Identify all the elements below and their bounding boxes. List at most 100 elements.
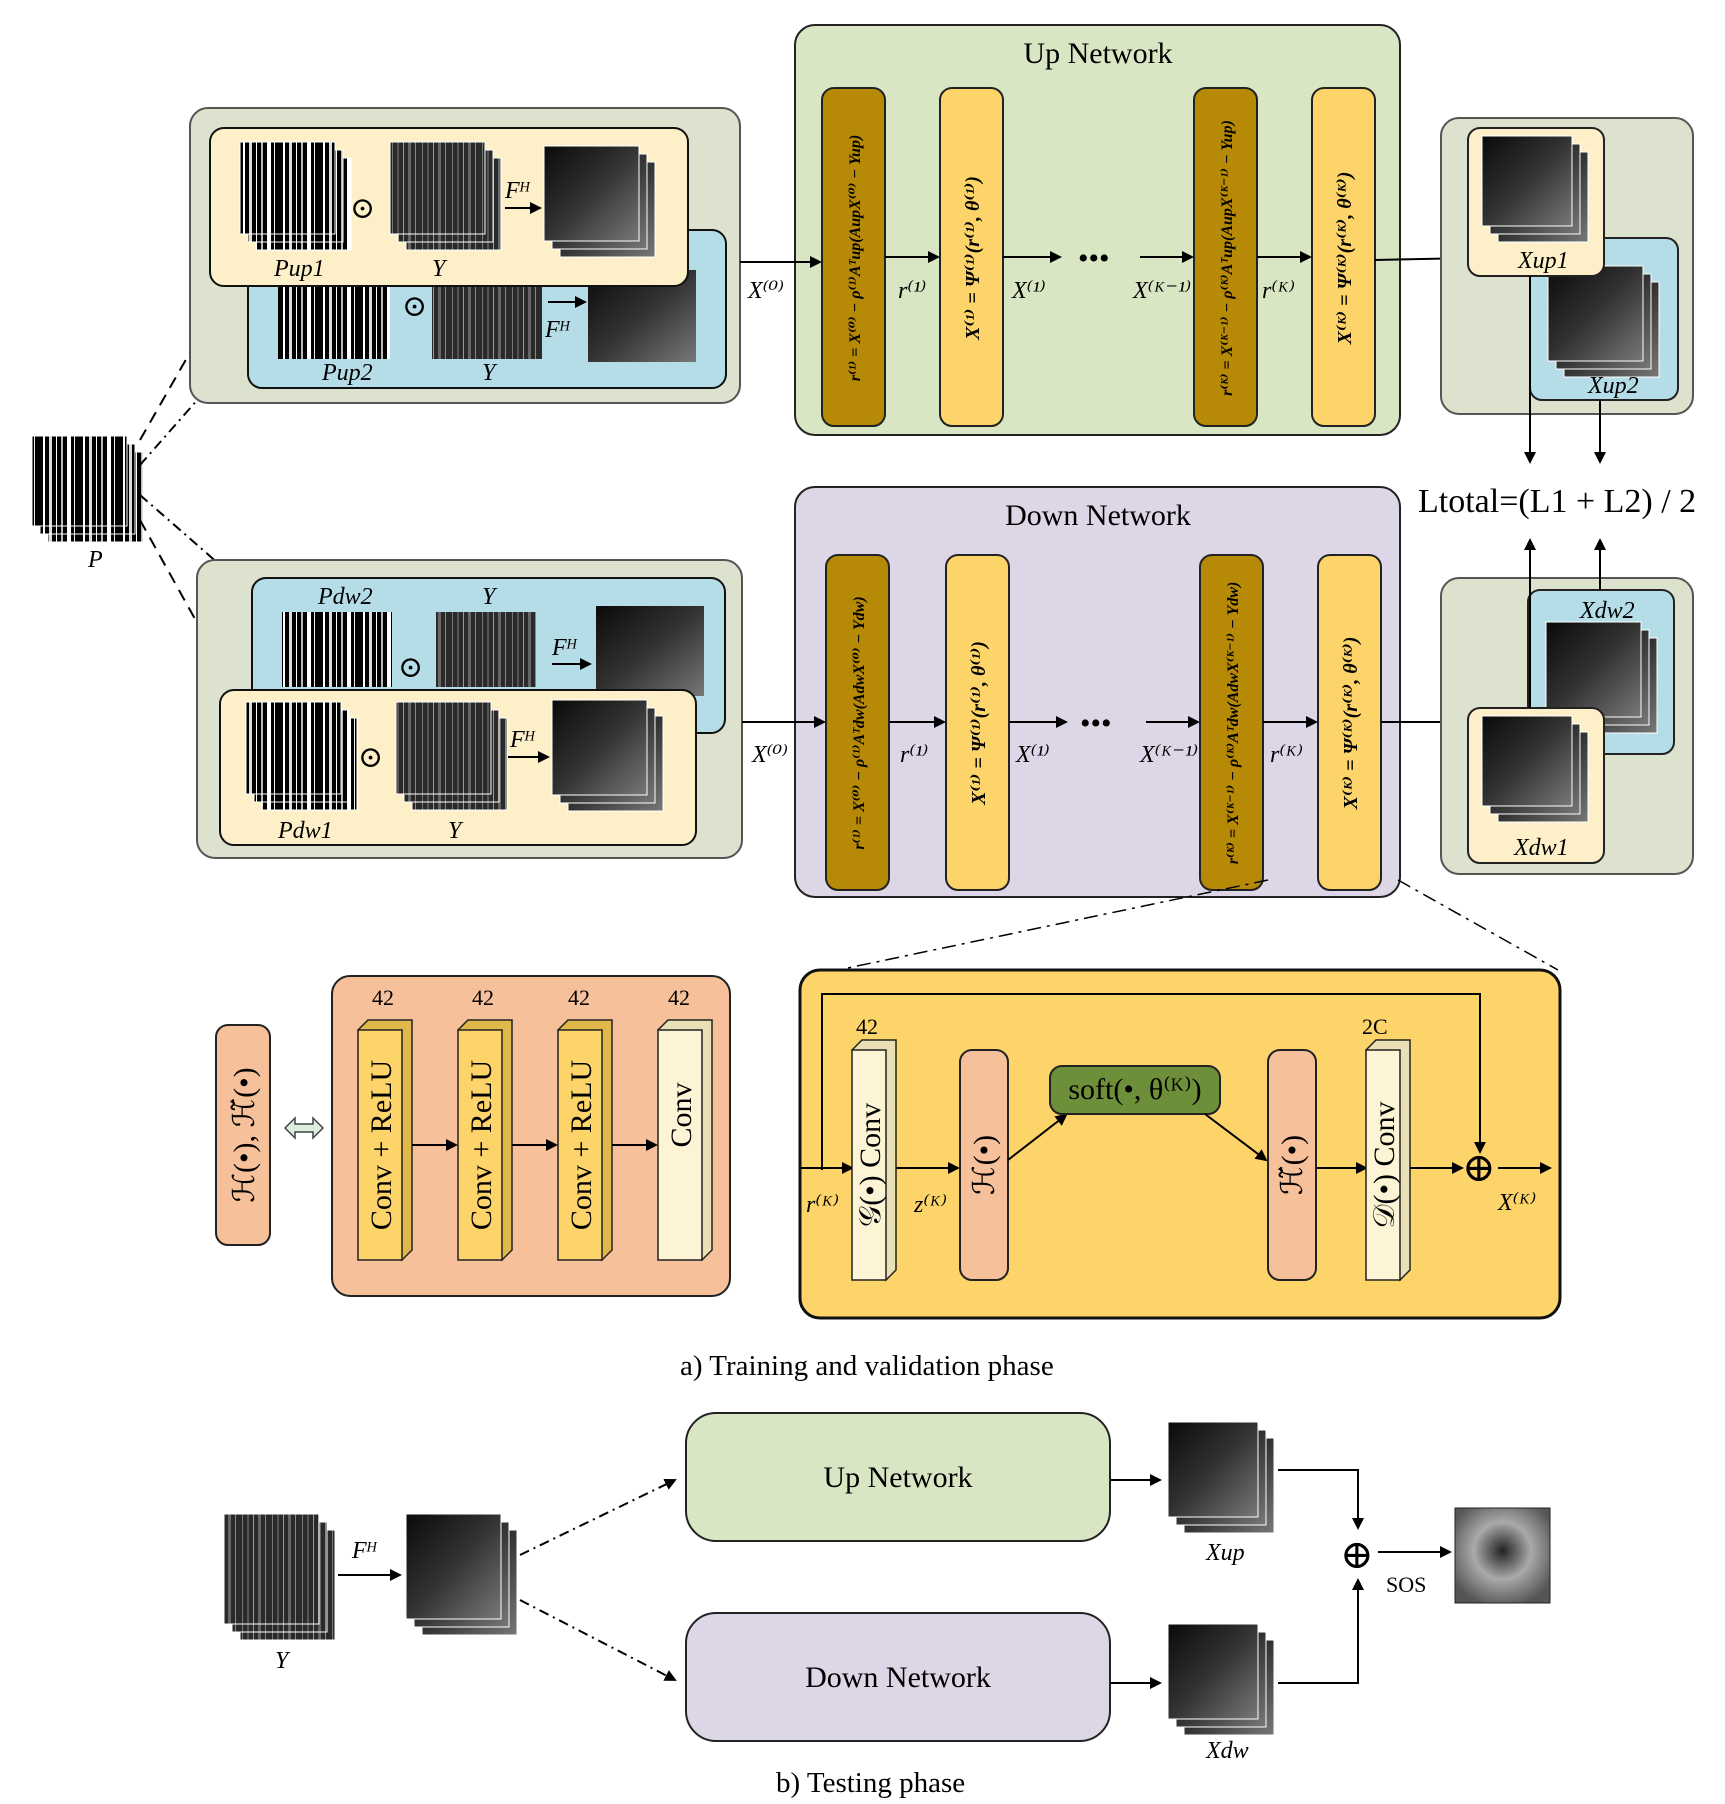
dw-label-rk: r⁽ᴷ⁾	[1270, 742, 1303, 768]
kspace-stack-up2	[432, 284, 542, 359]
ht-label: ℋ̃(•)	[1276, 1135, 1309, 1195]
cnn-panel	[331, 975, 731, 1297]
image-dw2	[596, 606, 704, 696]
h-block	[959, 1049, 1009, 1281]
soft-threshold-block	[1049, 1065, 1221, 1115]
skip-connection	[821, 993, 1486, 1170]
up-label-xk1: X⁽ᴷ⁻¹⁾	[1132, 278, 1191, 304]
d-conv-label: 𝒟(•) Conv	[1368, 1102, 1401, 1229]
cnn-layer-1-label: Conv + ReLU	[365, 1060, 398, 1231]
dw-label-r1: r⁽¹⁾	[900, 742, 928, 768]
ht-block	[1267, 1049, 1317, 1281]
test-label-fh: Fᴴ	[351, 1538, 378, 1564]
test-down-network	[685, 1612, 1111, 1742]
fh-dw1: Fᴴ	[509, 727, 536, 753]
up-xk-block	[1311, 87, 1376, 427]
arrow-soft-ht	[1204, 1113, 1268, 1162]
label-pup2: Pup2	[321, 360, 373, 386]
kspace-stack-dw1	[395, 701, 508, 811]
block-detail-panel	[798, 968, 1562, 1320]
cnn-layer-3-label: Conv + ReLU	[565, 1060, 598, 1231]
label-pdw2: Pdw2	[317, 584, 373, 610]
image-stack-xdw-test	[1167, 1623, 1275, 1736]
up-r1-eq: r⁽¹⁾ = X⁽⁰⁾ − ρ⁽¹⁾Aᵀup(AupX⁽⁰⁾ − Yup)	[847, 135, 864, 382]
image-stack-up1	[543, 145, 656, 258]
dw-x1-eq: X⁽¹⁾ = Ψ⁽¹⁾(r⁽¹⁾, θ⁽¹⁾)	[968, 641, 990, 806]
mask-stack-dw2	[282, 612, 392, 687]
mask-stack-up1	[239, 141, 352, 251]
cnn-layer-2	[457, 1019, 513, 1262]
test-sos-label: SOS	[1386, 1572, 1426, 1597]
up-dots: •••	[1078, 242, 1110, 275]
label-xup1: Xup1	[1517, 248, 1569, 274]
fh-dw2: Fᴴ	[551, 635, 578, 661]
up-label-x1: X⁽¹⁾	[1011, 278, 1046, 304]
label-zk: z⁽ᴷ⁾	[913, 1192, 947, 1218]
cnn-channels-2: 42	[472, 985, 494, 1010]
fh-up1: Fᴴ	[504, 178, 531, 204]
image-stack-test	[405, 1513, 518, 1636]
test-label-xdw: Xdw	[1205, 1738, 1249, 1764]
test-up-network	[685, 1412, 1111, 1542]
label-xup2: Xup2	[1587, 373, 1639, 399]
mask-stack-p	[31, 435, 144, 543]
label-y-up2: Y	[482, 360, 498, 386]
g-conv-label: 𝒢(•) Conv	[854, 1103, 887, 1227]
test-sum-symbol: ⊕	[1340, 1532, 1374, 1577]
up-label-x0: X⁽⁰⁾	[747, 278, 784, 304]
test-final-image	[1454, 1507, 1551, 1604]
caption-b: b) Testing phase	[776, 1767, 965, 1799]
test-up-label: Up Network	[823, 1461, 972, 1494]
label-x-out: X⁽ᴷ⁾	[1497, 1190, 1536, 1216]
fh-up2: Fᴴ	[544, 317, 571, 343]
h-label: ℋ(•)	[968, 1135, 1001, 1195]
up-xk-eq: X⁽ᴷ⁾ = Ψ⁽ᴷ⁾(r⁽ᴷ⁾, θ⁽ᴷ⁾)	[1334, 172, 1356, 346]
up-x1-eq: X⁽¹⁾ = Ψ⁽¹⁾(r⁽¹⁾, θ⁽¹⁾)	[962, 176, 984, 341]
odot-dw1: ⊙	[358, 741, 383, 774]
dw-rk-eq: r⁽ᴷ⁾ = X⁽ᴷ⁻¹⁾ − ρ⁽ᴷ⁾Aᵀdw(AdwX⁽ᴷ⁻¹⁾ − Ydw…	[1225, 582, 1242, 865]
sum-symbol: ⊕	[1462, 1145, 1496, 1190]
arrow-h-soft	[1007, 1113, 1068, 1161]
dw-dots: •••	[1080, 707, 1112, 740]
soft-label: soft(•, θ⁽ᴷ⁾)	[1068, 1073, 1201, 1106]
dw-xk-eq: X⁽ᴷ⁾ = Ψ⁽ᴷ⁾(r⁽ᴷ⁾, θ⁽ᴷ⁾)	[1340, 637, 1362, 811]
image-stack-dw1	[551, 699, 664, 812]
cnn-layer-4	[657, 1019, 713, 1262]
label-xdw2: Xdw2	[1579, 598, 1635, 624]
image-stack-xup-test	[1167, 1421, 1275, 1534]
up-label-r1: r⁽¹⁾	[898, 278, 926, 304]
test-label-y: Y	[275, 1648, 291, 1674]
dw-label-xk1: X⁽ᴷ⁻¹⁾	[1139, 742, 1198, 768]
label-r-in: r⁽ᴷ⁾	[806, 1192, 839, 1218]
image-stack-xup1	[1481, 135, 1589, 243]
odot-up1: ⊙	[350, 192, 375, 225]
image-stack-xdw1	[1481, 715, 1589, 823]
test-down-label: Down Network	[805, 1661, 991, 1694]
odot-dw2: ⊙	[398, 651, 423, 684]
dw-label-x1: X⁽¹⁾	[1015, 742, 1050, 768]
label-xdw1: Xdw1	[1513, 835, 1569, 861]
test-arrow-xup-sum	[1278, 1469, 1364, 1530]
label-pdw1: Pdw1	[277, 818, 333, 844]
cnn-channels-4: 42	[668, 985, 690, 1010]
g-channels: 42	[856, 1014, 878, 1039]
operator-label: ℋ(•), ℋ̃(•)	[228, 1067, 261, 1202]
kspace-stack-up1	[389, 141, 502, 251]
test-arrow-xdw-sum	[1278, 1578, 1364, 1684]
cnn-layer-1	[357, 1019, 413, 1262]
label-y-up1: Y	[432, 256, 448, 282]
test-arrow-up	[519, 1478, 677, 1556]
dw-r1-eq: r⁽¹⁾ = X⁽⁰⁾ − ρ⁽¹⁾Aᵀdw(AdwX⁽⁰⁾ − Ydw)	[851, 596, 868, 849]
label-pup1: Pup1	[273, 256, 325, 282]
zoom-line-right	[1397, 879, 1559, 971]
g-conv-layer	[851, 1039, 897, 1282]
up-label-rk: r⁽ᴷ⁾	[1262, 278, 1295, 304]
cnn-layer-3	[557, 1019, 613, 1262]
cnn-channels-3: 42	[568, 985, 590, 1010]
dw-label-x0: X⁽⁰⁾	[751, 742, 788, 768]
label-p: P	[87, 547, 103, 573]
test-arrow-down	[519, 1599, 677, 1681]
test-label-xup: Xup	[1205, 1540, 1245, 1566]
caption-a: a) Training and validation phase	[680, 1350, 1054, 1382]
